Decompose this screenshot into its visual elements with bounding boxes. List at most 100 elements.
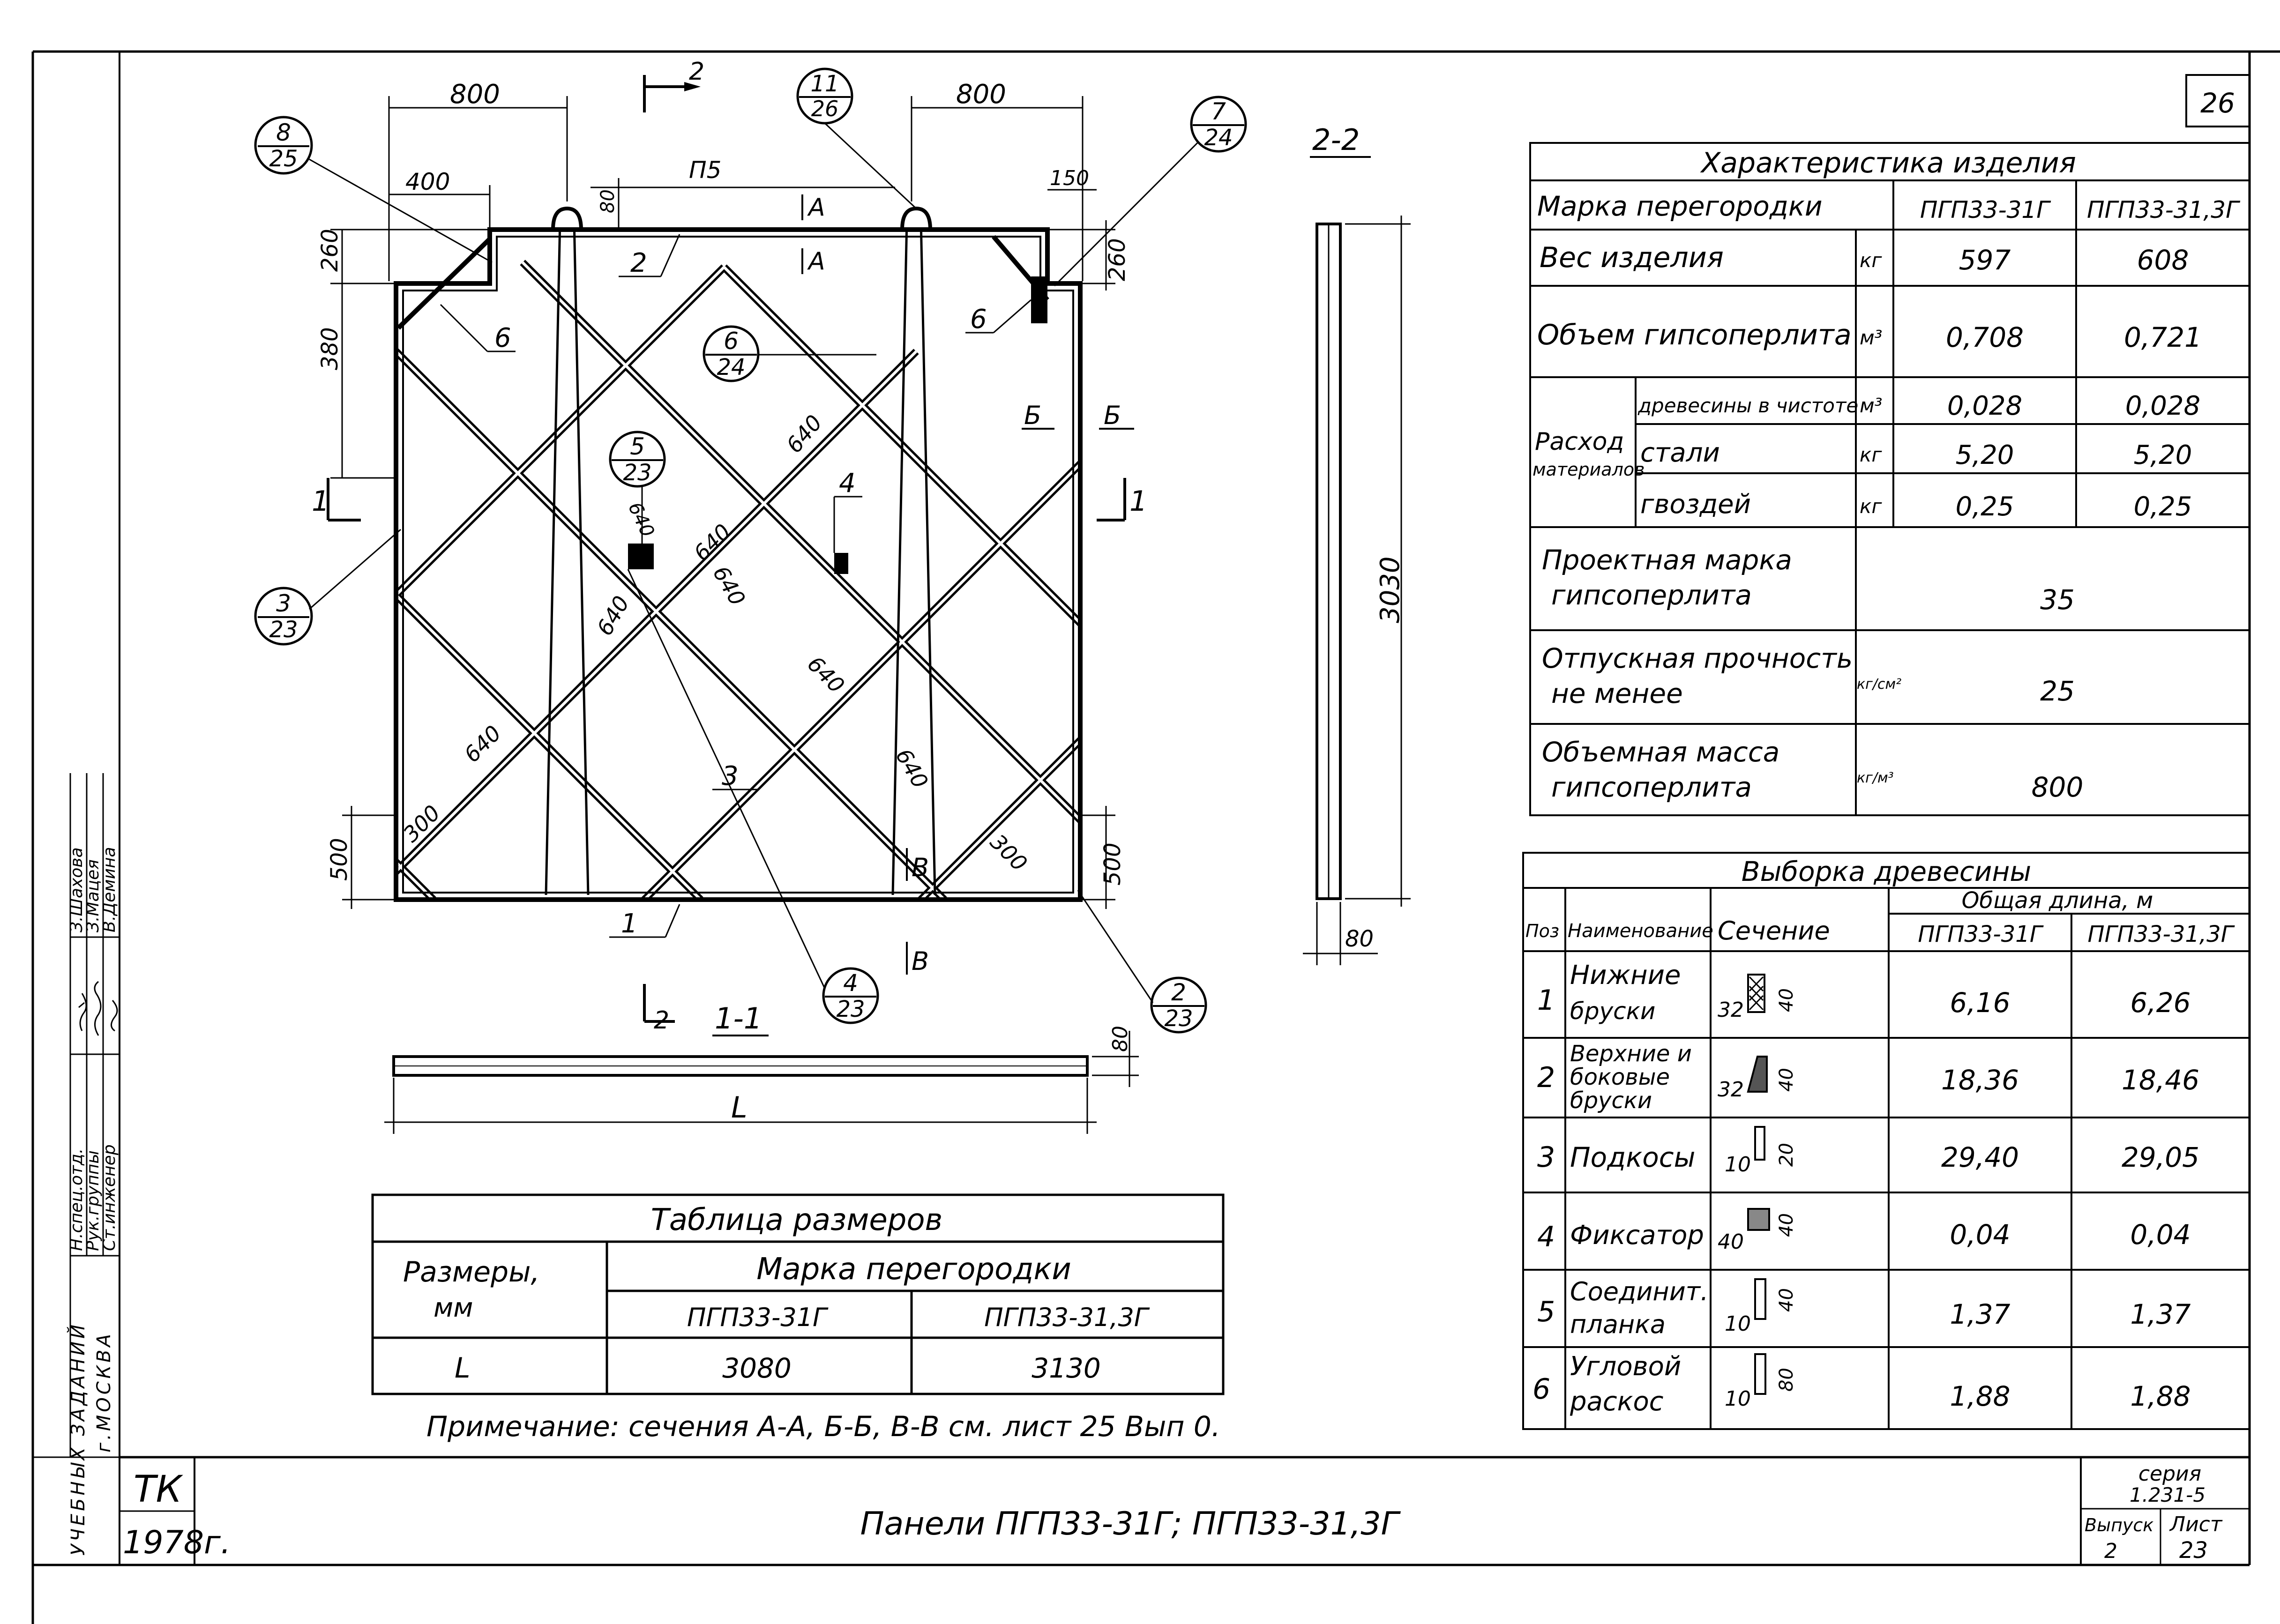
char-row5-label: гвоздей bbox=[1640, 489, 1751, 520]
svg-text:23: 23 bbox=[623, 460, 651, 486]
char-row2-unit: м³ bbox=[1860, 326, 1883, 349]
timber-row1-sech: 40 bbox=[1776, 988, 1797, 1012]
char-merged1-value: 35 bbox=[2040, 584, 2075, 616]
timber-row2-section-icon bbox=[1747, 1056, 1768, 1093]
callout-3-23: 3 23 bbox=[254, 529, 401, 646]
section-1-1: 1-1 L 80 bbox=[384, 1001, 1139, 1134]
issue-value: 2 bbox=[2104, 1539, 2117, 1563]
timber-row3-secw: 10 bbox=[1725, 1153, 1751, 1177]
timber-row5-secw: 10 bbox=[1725, 1312, 1751, 1336]
timber-row2-name2: боковые bbox=[1570, 1064, 1670, 1090]
dim-500-right: 500 bbox=[1099, 842, 1126, 886]
brace-grid bbox=[396, 230, 1080, 900]
timber-row3-v2: 29,05 bbox=[2122, 1141, 2199, 1173]
timber-row6-v2: 1,88 bbox=[2130, 1380, 2190, 1412]
char-merged1-label2: гипсоперлита bbox=[1551, 579, 1752, 611]
timber-row4-v1: 0,04 bbox=[1950, 1219, 2010, 1251]
timber-row3-sech: 20 bbox=[1776, 1143, 1797, 1167]
stamp-name-1: З.Шахова bbox=[67, 847, 86, 932]
section-v-outer: В bbox=[912, 946, 929, 976]
callout-2-23: 2 23 bbox=[1077, 890, 1207, 1034]
char-merged2-label2: не менее bbox=[1551, 678, 1683, 709]
cut-1-right: 1 bbox=[1129, 485, 1147, 518]
sheet-number: 26 bbox=[2200, 87, 2235, 119]
timber-row4-secw: 40 bbox=[1718, 1230, 1744, 1254]
svg-text:26: 26 bbox=[811, 96, 839, 121]
char-row1-label: Вес изделия bbox=[1540, 241, 1724, 274]
side-stamp: Н.спец.отд. Рук.группы Ст.инженер З.Шахо… bbox=[33, 773, 120, 1556]
sheet-label: Лист bbox=[2169, 1512, 2223, 1536]
dim-380: 380 bbox=[317, 327, 343, 370]
char-mark-header: Марка перегородки bbox=[1537, 190, 1823, 222]
timber-row1-v1: 6,16 bbox=[1950, 987, 2010, 1019]
char-merged2-value: 25 bbox=[2040, 675, 2075, 707]
timber-row6-section-icon bbox=[1754, 1353, 1766, 1395]
dim-800-left: 800 bbox=[450, 79, 500, 110]
timber-h-section: Сечение bbox=[1718, 916, 1830, 946]
pos-6-left: 6 bbox=[494, 323, 511, 353]
char-merged2-label1: Отпускная прочность bbox=[1542, 642, 1853, 674]
svg-text:24: 24 bbox=[1204, 125, 1233, 151]
char-merged1-label1: Проектная марка bbox=[1542, 544, 1792, 576]
timber-table: Выборка древесины Общая длина, м Поз Наи… bbox=[1522, 852, 2250, 1430]
svg-text:8: 8 bbox=[276, 119, 291, 146]
callout-6-24: 6 24 bbox=[703, 325, 876, 382]
callout-8-25: 8 25 bbox=[254, 116, 493, 263]
timber-row3-pos: 3 bbox=[1537, 1141, 1555, 1174]
stamp-role-3: Ст.инженер bbox=[100, 1144, 119, 1251]
char-row1-unit: кг bbox=[1860, 249, 1882, 272]
timber-col1: ПГП33-31Г bbox=[1918, 921, 2043, 947]
issue-label: Выпуск bbox=[2085, 1515, 2153, 1535]
char-row3-v1: 0,028 bbox=[1947, 391, 2022, 421]
dim-L: L bbox=[731, 1090, 748, 1125]
timber-row5-v1: 1,37 bbox=[1950, 1298, 2010, 1330]
timber-row1-section-icon bbox=[1747, 974, 1765, 1013]
stamp-org: УЧЕБНЫХ ЗАДАНИЙ bbox=[67, 1322, 89, 1556]
section-2-2: 2-2 3030 80 bbox=[1303, 123, 1411, 965]
char-row4-unit: кг bbox=[1860, 443, 1882, 466]
char-row2-v2: 0,721 bbox=[2124, 321, 2202, 353]
section-v-inner: В bbox=[912, 853, 929, 882]
cut-2-bottom: 2 bbox=[654, 1006, 669, 1035]
stamp-city: г.МОСКВА bbox=[93, 1331, 115, 1453]
svg-text:23: 23 bbox=[269, 617, 298, 643]
timber-row2-name1: Верхние и bbox=[1570, 1041, 1692, 1067]
timber-row5-v2: 1,37 bbox=[2130, 1298, 2190, 1330]
pos-4: 4 bbox=[839, 468, 856, 499]
svg-text:5: 5 bbox=[630, 433, 645, 460]
section-a-bottom: А bbox=[807, 247, 825, 276]
sizes-h-sizes: Размеры, bbox=[403, 1256, 540, 1289]
timber-row6-pos: 6 bbox=[1532, 1373, 1550, 1406]
timber-row5-pos: 5 bbox=[1537, 1296, 1555, 1328]
timber-row5-name2: планка bbox=[1570, 1310, 1666, 1339]
sizes-h-unit: мм bbox=[434, 1293, 473, 1323]
timber-row1-secw: 32 bbox=[1718, 998, 1744, 1022]
series-label: серия bbox=[2138, 1462, 2201, 1486]
timber-row3-section-icon bbox=[1754, 1126, 1765, 1161]
svg-text:4: 4 bbox=[843, 969, 858, 997]
svg-text:23: 23 bbox=[1164, 1006, 1193, 1032]
sizes-col1: ПГП33-31Г bbox=[687, 1303, 829, 1332]
dim-500-left: 500 bbox=[326, 838, 352, 881]
sizes-row-label: L bbox=[455, 1352, 470, 1385]
svg-text:25: 25 bbox=[269, 146, 298, 172]
characteristics-table: Характеристика изделия Марка перегородки… bbox=[1529, 142, 2250, 816]
char-merged2-unit: кг/см² bbox=[1857, 676, 1901, 693]
dim-640-8: 640 bbox=[624, 499, 658, 541]
year: 1978г. bbox=[123, 1524, 231, 1561]
timber-row2-v1: 18,36 bbox=[1941, 1064, 2019, 1096]
svg-text:24: 24 bbox=[717, 354, 745, 380]
dim-300-left: 300 bbox=[398, 800, 445, 847]
timber-row1-pos: 1 bbox=[1537, 984, 1555, 1017]
signature-1 bbox=[78, 993, 87, 1031]
pos-1: 1 bbox=[621, 909, 638, 939]
timber-row2-v2: 18,46 bbox=[2122, 1064, 2199, 1096]
timber-row5-section-icon bbox=[1754, 1278, 1766, 1320]
stamp-role-1: Н.спец.отд. bbox=[67, 1148, 86, 1251]
timber-row4-pos: 4 bbox=[1537, 1221, 1555, 1253]
timber-row6-name2: раскос bbox=[1570, 1386, 1664, 1417]
dim-260-right: 260 bbox=[1104, 238, 1130, 281]
callout-5-23: 5 23 bbox=[609, 431, 666, 544]
char-row4-v1: 5,20 bbox=[1956, 440, 2014, 470]
drawing-title: Панели ПГП33-31Г; ПГП33-31,3Г bbox=[860, 1505, 1401, 1542]
